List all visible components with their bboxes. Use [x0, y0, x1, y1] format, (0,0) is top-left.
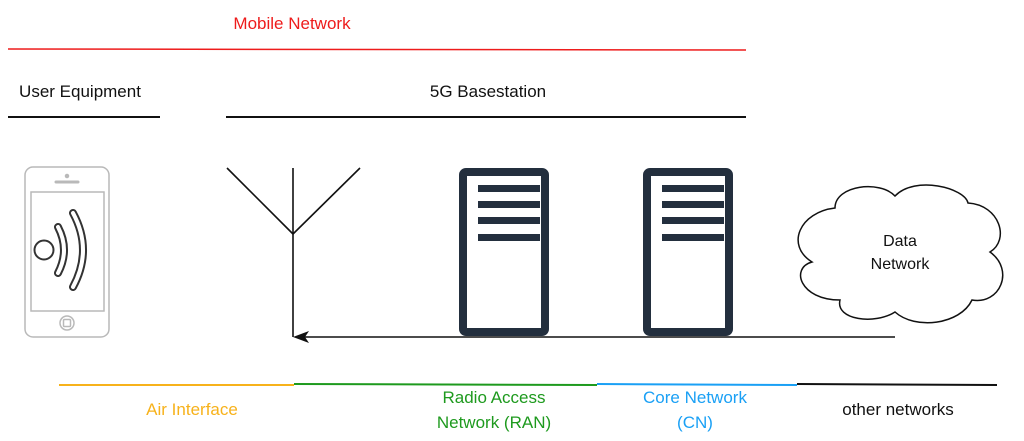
ran-label-line2: Network (RAN) [436, 413, 552, 432]
air-interface-label: Air Interface [146, 400, 238, 419]
core-server-icon [643, 168, 733, 336]
phone-icon [24, 166, 110, 338]
wireless-signal-icon [33, 209, 87, 291]
arrow-head-icon [293, 331, 309, 343]
core-network-line [596, 383, 798, 386]
ran-line [293, 383, 598, 386]
user-equipment-label: User Equipment [19, 82, 141, 101]
mobile-network-line [7, 48, 747, 51]
basestation-label: 5G Basestation [429, 82, 547, 101]
core-network-label-line1: Core Network [643, 388, 747, 407]
data-network-cloud-icon [797, 184, 1004, 324]
data-network-label-line1: Data [883, 233, 917, 250]
data-network-label-line2: Network [870, 256, 930, 273]
ran-label-line1: Radio Access [442, 388, 546, 407]
mobile-network-title: Mobile Network [233, 14, 351, 33]
ran-server-icon [459, 168, 549, 336]
core-network-label-line2: (CN) [677, 413, 713, 432]
antenna-icon [226, 167, 361, 337]
other-networks-label: other networks [842, 400, 954, 419]
other-networks-line [796, 383, 998, 386]
